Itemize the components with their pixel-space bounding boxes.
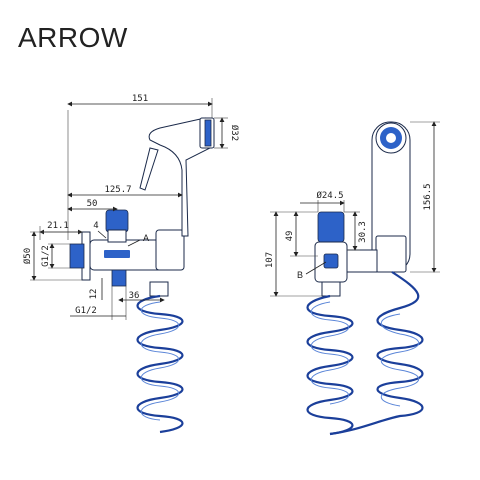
dim-107: 107 [265,252,275,268]
callout-b: B [297,270,303,280]
dim-125-7: 125.7 [104,185,131,195]
coiled-hose-right [306,271,424,436]
brand-logo: ARROW [18,22,128,53]
valve-stem [107,229,127,243]
dim-head-diameter: Ø32 [229,125,240,141]
valve-handle-knurl [105,209,129,233]
right-view: Ø24.5 156.5 49 30.3 107 B [265,121,440,436]
dim-flange-diameter: Ø50 [22,248,33,264]
holder-post [155,229,185,271]
left-view: 151 Ø32 125.7 50 4 21.1 Ø50 G1/2 12 36 G… [22,94,240,434]
dim-50: 50 [87,199,98,209]
dim-151: 151 [132,94,148,104]
outlet-thread-blue [111,269,127,287]
dim-49: 49 [285,231,295,242]
dim-outlet-thread: G1/2 [75,306,97,316]
dim-12: 12 [89,289,99,300]
valve-handle-knurl-right [317,211,345,243]
callout-a: A [143,233,149,243]
dim-21-1: 21.1 [47,221,69,231]
hose-nut-right [321,281,341,297]
dim-156-5: 156.5 [423,183,433,210]
dim-knob-diameter: Ø24.5 [316,190,343,201]
sprayer-holder-clip [375,235,407,273]
arm-right [346,249,378,273]
coiled-hose-left [136,294,184,434]
dim-30-3: 30.3 [358,221,368,243]
hose-nut [149,281,169,297]
dim-4: 4 [93,221,98,231]
dim-36: 36 [129,291,140,301]
sprayer-body [148,117,211,237]
inlet-thread-blue [69,243,85,269]
valve-knob-blue [323,253,339,269]
sprayer-trigger [139,147,159,191]
sprayer-nozzle-blue [204,119,212,147]
dim-inlet-thread: G1/2 [41,245,51,267]
arrow-badge [104,250,130,258]
